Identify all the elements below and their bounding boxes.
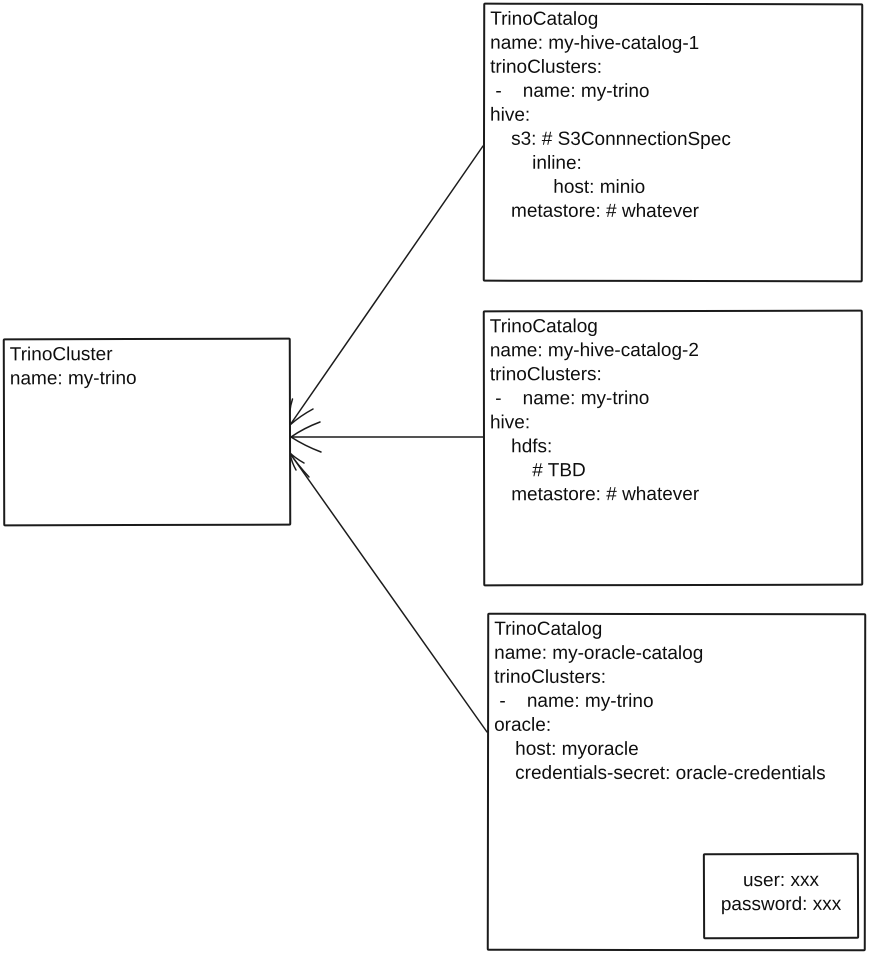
text-line: # TBD xyxy=(490,460,586,482)
text-line: host: myoracle xyxy=(494,738,639,760)
text-line: name: my-trino xyxy=(9,368,137,390)
text-line: password: xxx xyxy=(720,893,842,916)
text-line: trinoClusters: xyxy=(490,56,603,78)
text-line: name: my-hive-catalog-2 xyxy=(489,339,699,362)
connector-catalog1-to-cluster xyxy=(288,145,484,426)
connector-catalog3-to-cluster xyxy=(288,451,488,733)
text-line: credentials-secret: oracle-credentials xyxy=(493,762,826,785)
text-line: metastore: # whatever xyxy=(490,483,700,506)
text-line: trinoClusters: xyxy=(494,666,607,688)
text-line: hive: xyxy=(490,104,531,126)
text-line: TrinoCatalog xyxy=(490,8,599,30)
text-line: name: my-hive-catalog-1 xyxy=(490,32,700,55)
text-line: user: xxx xyxy=(742,869,819,892)
text-line: TrinoCluster xyxy=(9,344,113,366)
text-line: TrinoCatalog xyxy=(489,316,598,338)
text-line: hive: xyxy=(489,412,531,434)
connector-catalog2-to-cluster xyxy=(290,421,484,453)
text-line: TrinoCatalog xyxy=(494,618,603,640)
text-line: metastore: # whatever xyxy=(489,200,699,223)
text-line: name: my-oracle-catalog xyxy=(494,642,704,665)
text-line: s3: # S3ConnnectionSpec xyxy=(489,128,731,151)
text-line: host: minio xyxy=(489,176,646,198)
text-line: oracle: xyxy=(494,714,552,736)
text-line: inline: xyxy=(489,152,582,174)
text-line: hdfs: xyxy=(489,436,553,458)
text-line: - name: my-trino xyxy=(490,80,650,102)
text-line: - name: my-trino xyxy=(494,690,654,712)
text-line: trinoClusters: xyxy=(489,364,602,386)
text-line: - name: my-trino xyxy=(489,388,650,410)
